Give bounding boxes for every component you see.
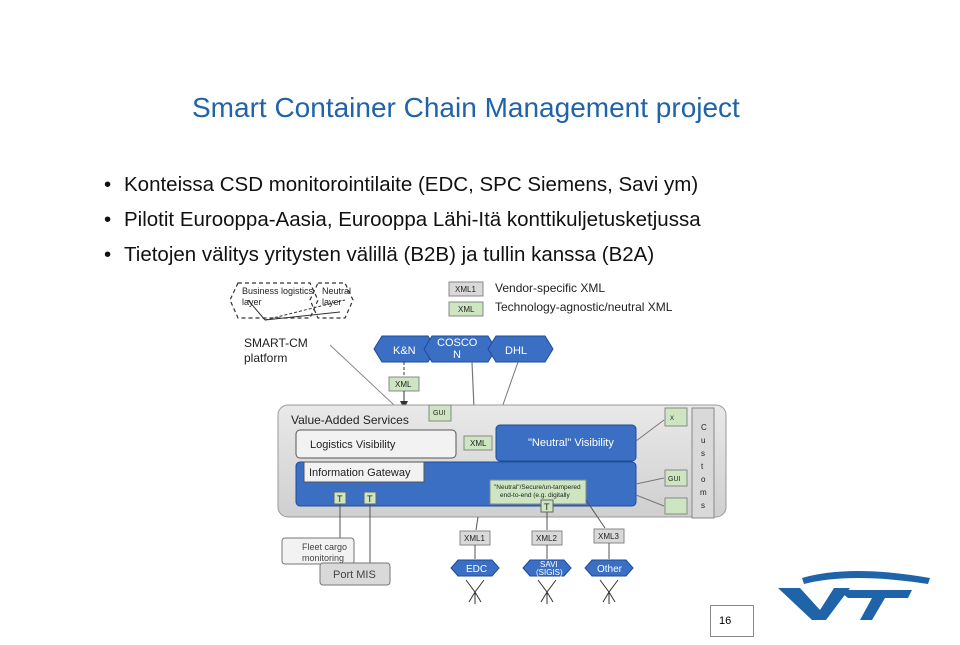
svg-text:GUI: GUI — [433, 410, 446, 417]
svg-text:XML3: XML3 — [598, 532, 619, 541]
svg-text:T: T — [337, 494, 343, 504]
svg-text:m: m — [700, 488, 707, 497]
neutral-visibility-label: "Neutral" Visibility — [528, 437, 614, 449]
svg-text:s: s — [701, 449, 705, 458]
svg-text:XML: XML — [470, 439, 487, 448]
carrier-dhl-label: DHL — [505, 345, 527, 357]
vtt-logo — [778, 571, 930, 620]
svg-text:XML: XML — [395, 380, 412, 389]
device-edc: XML1 EDC — [451, 517, 499, 576]
svg-text:X: X — [670, 416, 674, 422]
svg-text:o: o — [701, 475, 706, 484]
page-number-frame — [710, 605, 754, 637]
tech-agnostic-label: Technology-agnostic/neutral XML — [495, 300, 673, 314]
logistics-visibility-label: Logistics Visibility — [310, 439, 396, 451]
svg-text:s: s — [701, 501, 705, 510]
svg-text:XML1: XML1 — [464, 534, 485, 543]
svg-text:u: u — [701, 436, 705, 445]
svg-text:Other: Other — [597, 564, 623, 575]
svg-text:GUI: GUI — [668, 476, 681, 483]
carrier-kn-label: K&N — [393, 345, 416, 357]
svg-text:EDC: EDC — [466, 564, 487, 575]
device-savi: XML2 SAVI(SIGIS) — [523, 512, 571, 577]
svg-text:C: C — [701, 423, 707, 432]
information-gateway-label: Information Gateway — [309, 467, 411, 479]
right-xml-tag-top — [665, 408, 687, 426]
right-xml-tag-bottom — [665, 498, 687, 514]
port-mis-label: Port MIS — [333, 569, 376, 581]
device-sensor-icons — [466, 580, 618, 604]
xml1-tag-text: XML1 — [455, 285, 476, 294]
business-layer-label-1: Business logistics — [242, 286, 314, 296]
value-added-label: Value-Added Services — [291, 413, 409, 427]
svg-text:XML2: XML2 — [536, 534, 557, 543]
svg-text:T: T — [367, 494, 373, 504]
xml-tag-text: XML — [458, 305, 475, 314]
page-number: 16 — [719, 615, 731, 627]
vendor-specific-label: Vendor-specific XML — [495, 281, 605, 295]
svg-text:T: T — [544, 502, 550, 512]
